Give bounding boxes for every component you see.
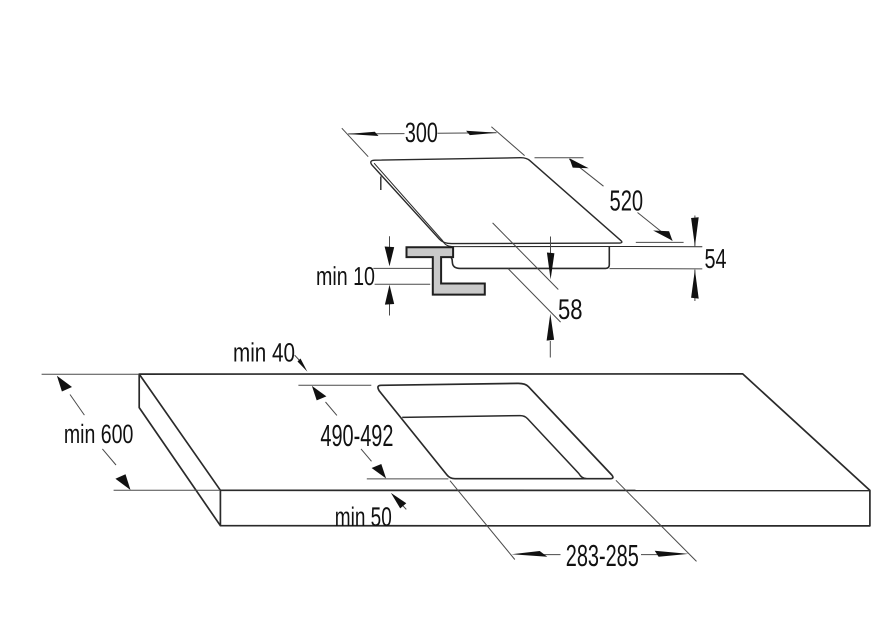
svg-text:520: 520 [610,185,644,217]
svg-text:300: 300 [405,117,438,148]
svg-text:490-492: 490-492 [320,419,393,453]
svg-text:min 10: min 10 [316,261,375,291]
svg-text:min 600: min 600 [64,419,133,449]
svg-text:54: 54 [705,243,727,274]
svg-text:58: 58 [558,294,583,326]
svg-text:283-285: 283-285 [566,539,639,573]
svg-text:min 40: min 40 [233,338,295,368]
svg-text:min 50: min 50 [335,502,392,532]
